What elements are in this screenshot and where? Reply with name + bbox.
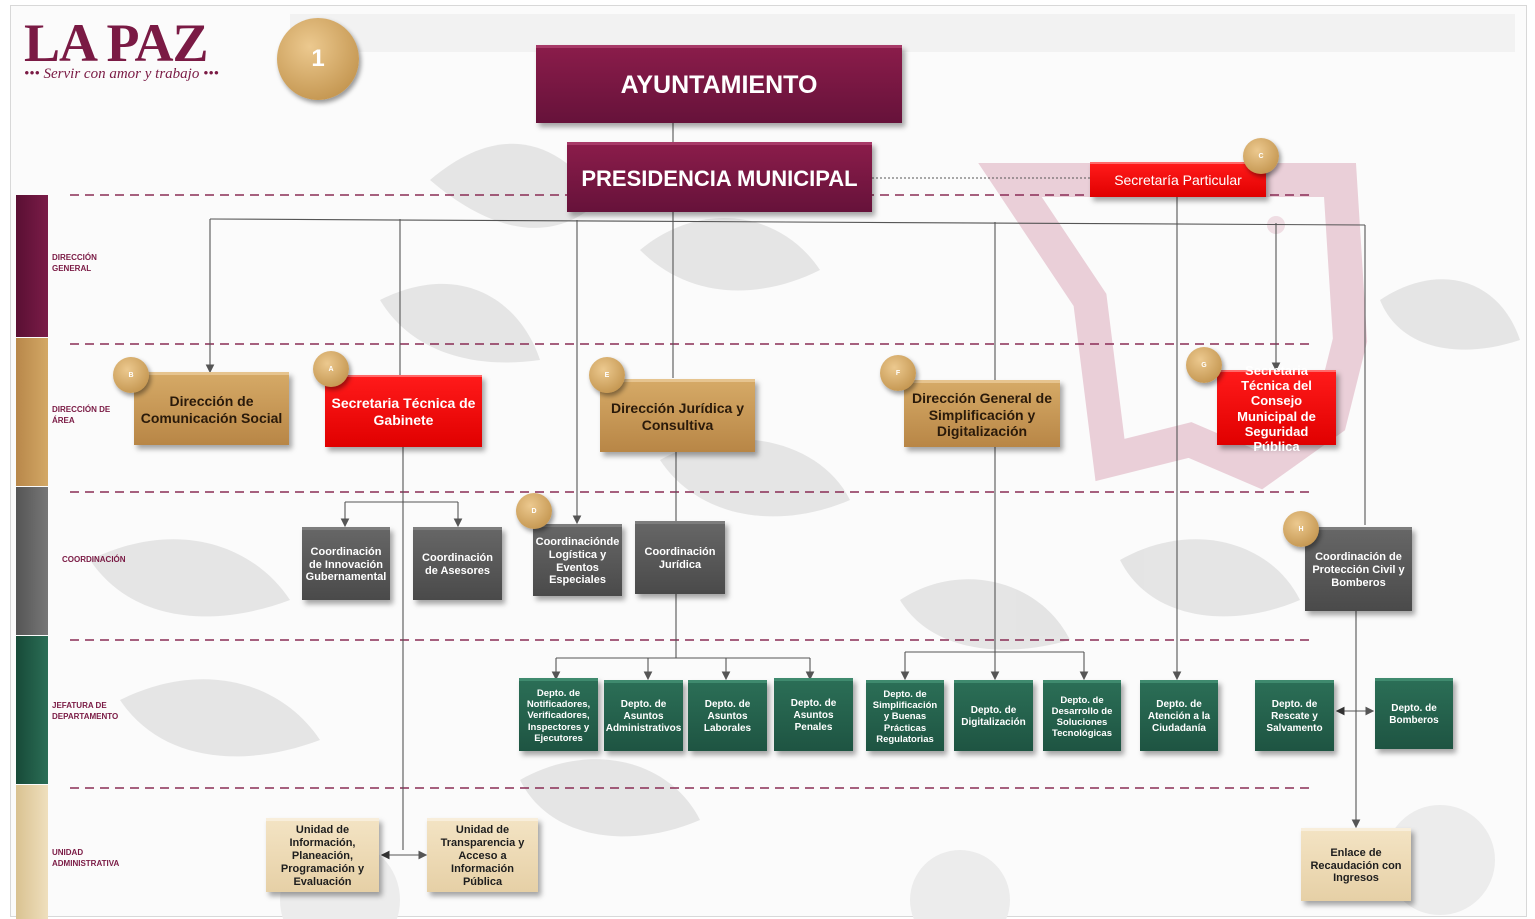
coordinacion-juridica-box: Coordinación Jurídica	[635, 521, 725, 594]
unidad-informacion-box: Unidad de Información, Planeación, Progr…	[266, 818, 379, 892]
level-label-jefatura: JEFATURA DE DEPARTAMENTO	[52, 701, 119, 721]
enlace-recaudacion-box: Enlace de Recaudación con Ingresos	[1301, 828, 1411, 901]
depto-asuntos-administrativos-box: Depto. de Asuntos Administrativos	[604, 680, 683, 751]
level-label-direccion-general: DIRECCIÓN GENERAL	[52, 253, 97, 273]
depto-asuntos-laborales-box: Depto. de Asuntos Laborales	[688, 680, 767, 751]
depto-simplificacion-box: Depto. de Simplificación y Buenas Prácti…	[866, 680, 944, 751]
level-bar-unidad	[16, 785, 48, 919]
coordinacion-proteccion-civil-box: Coordinación de Protección Civil y Bombe…	[1305, 527, 1412, 611]
depto-atencion-ciudadania-box: Depto. de Atención a la Ciudadanía	[1140, 680, 1218, 751]
presidencia-municipal-box: PRESIDENCIA MUNICIPAL	[567, 142, 872, 212]
direccion-simplificacion-box: Dirección General de Simplificación y Di…	[904, 380, 1060, 447]
level-label-direccion-area: DIRECCIÓN DE ÁREA	[52, 405, 111, 425]
coordinacion-innovacion-box: Coordinación de Innovación Gubernamental	[302, 527, 390, 600]
unidad-transparencia-box: Unidad de Transparencia y Acceso a Infor…	[427, 818, 538, 892]
badge-d: D	[516, 493, 552, 529]
logo-text: LA PAZ	[24, 13, 209, 73]
depto-asuntos-penales-box: Depto. de Asuntos Penales	[774, 678, 853, 751]
direccion-comunicacion-social-box: Dirección de Comunicación Social	[134, 372, 289, 445]
depto-soluciones-tecnologicas-box: Depto. de Desarrollo de Soluciones Tecno…	[1043, 680, 1121, 751]
badge-a: A	[313, 351, 349, 387]
secretaria-tecnica-gabinete-box: Secretaria Técnica de Gabinete	[325, 375, 482, 447]
depto-digitalizacion-box: Depto. de Digitalización	[954, 680, 1033, 751]
level-bar-direccion-general	[16, 195, 48, 337]
badge-g: G	[1186, 347, 1222, 383]
badge-c: C	[1243, 138, 1279, 174]
depto-rescate-salvamento-box: Depto. de Rescate y Salvamento	[1255, 680, 1334, 751]
ayuntamiento-box: AYUNTAMIENTO	[536, 45, 902, 123]
badge-b: B	[113, 357, 149, 393]
badge-f: F	[880, 355, 916, 391]
coordinacion-asesores-box: Coordinación de Asesores	[413, 527, 502, 600]
secretaria-tecnica-consejo-box: Secretaria Técnica del Consejo Municipal…	[1217, 363, 1336, 454]
coordinacion-logistica-box: Coordinaciónde Logística y Eventos Espec…	[533, 524, 622, 596]
depto-notificadores-box: Depto. de Notificadores, Verificadores, …	[519, 678, 598, 751]
page-number-badge: 1	[277, 18, 359, 100]
logo-slogan: ••• Servir con amor y trabajo •••	[24, 66, 219, 82]
level-bar-jefatura	[16, 636, 48, 784]
level-label-coordinacion: COORDINACIÓN	[62, 555, 126, 564]
level-label-unidad: UNIDAD ADMINISTRATIVA	[52, 848, 120, 868]
level-bar-coordinacion	[16, 487, 48, 635]
badge-e: E	[589, 357, 625, 393]
secretaria-particular-box: Secretaría Particular	[1090, 162, 1266, 197]
depto-bomberos-box: Depto. de Bomberos	[1375, 678, 1453, 749]
level-bar-direccion-area	[16, 338, 48, 486]
badge-h: H	[1283, 511, 1319, 547]
direccion-juridica-box: Dirección Jurídica y Consultiva	[600, 379, 755, 452]
la-paz-logo: LA PAZ ••• Servir con amor y trabajo •••	[24, 16, 264, 86]
